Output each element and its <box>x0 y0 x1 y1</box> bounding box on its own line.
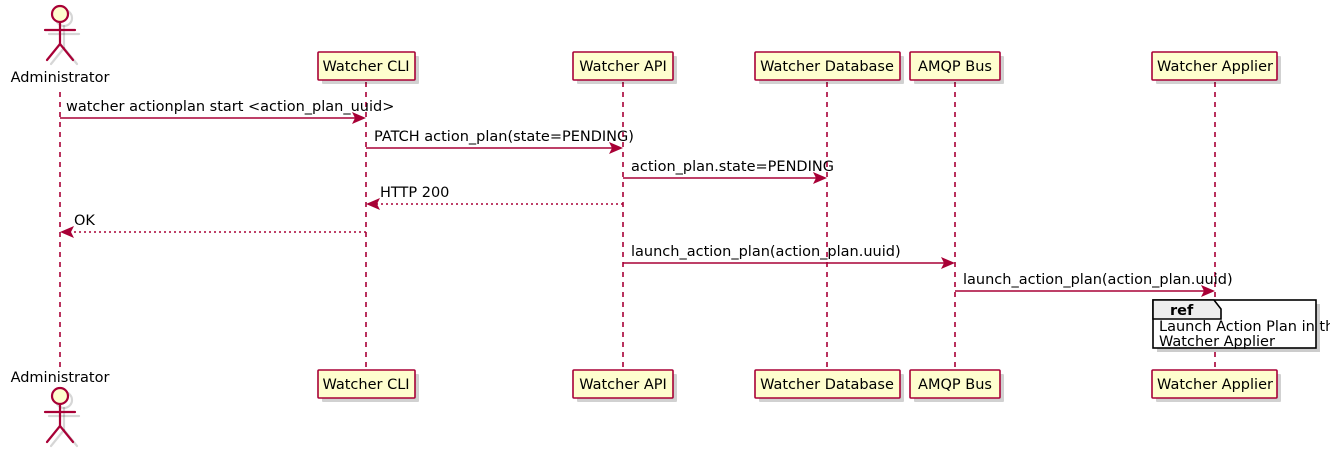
arrowhead-right-icon <box>1201 285 1215 297</box>
actor-label-top: Administrator <box>11 70 110 86</box>
participant-box[interactable] <box>754 51 901 81</box>
participant-box[interactable] <box>317 51 416 81</box>
participant-header-watcher-database[interactable]: Watcher Database <box>754 51 904 84</box>
participant-footer-watcher-cli[interactable]: Watcher CLI <box>317 369 419 402</box>
participant-label: Watcher Database <box>760 59 894 75</box>
participant-box[interactable] <box>909 369 1001 399</box>
participant-box[interactable] <box>1151 369 1278 399</box>
ref-body-line-2: Watcher Applier <box>1159 334 1275 350</box>
ref-fragment[interactable]: ref Launch Action Plan in the Watcher Ap… <box>1152 299 1330 352</box>
actor-administrator-top[interactable]: Administrator <box>11 4 110 86</box>
actor-label-bottom: Administrator <box>11 370 110 386</box>
lifelines <box>59 82 1216 370</box>
participant-label: Watcher CLI <box>322 377 409 393</box>
message-launch-action-plan-api-to-bus[interactable]: launch_action_plan(action_plan.uuid) <box>623 244 955 269</box>
message-patch-action-plan[interactable]: PATCH action_plan(state=PENDING) <box>366 129 634 154</box>
actor-leg-left-icon <box>45 42 62 62</box>
message-label: launch_action_plan(action_plan.uuid) <box>631 244 901 260</box>
actor-leg-left-icon <box>45 424 62 444</box>
arrowhead-right-icon <box>352 112 366 124</box>
participant-box[interactable] <box>754 369 901 399</box>
participant-header-watcher-cli[interactable]: Watcher CLI <box>317 51 419 84</box>
message-label: PATCH action_plan(state=PENDING) <box>374 129 634 145</box>
actor-shadow-bottom <box>47 390 81 448</box>
actor-head-icon <box>50 386 70 406</box>
actor-leg-right-icon <box>58 42 75 62</box>
arrowhead-right-icon <box>813 172 827 184</box>
participant-box[interactable] <box>572 51 674 81</box>
ref-body-line-1: Launch Action Plan in the <box>1159 319 1330 335</box>
message-http-200[interactable]: HTTP 200 <box>366 185 623 210</box>
message-watcher-actionplan-start[interactable]: watcher actionplan start <action_plan_uu… <box>60 99 394 124</box>
participant-label: Watcher Database <box>760 377 894 393</box>
message-action-plan-state-pending[interactable]: action_plan.state=PENDING <box>623 159 834 184</box>
message-label: action_plan.state=PENDING <box>631 159 834 175</box>
arrowhead-left-icon <box>60 226 74 238</box>
actor-head-icon <box>50 4 70 24</box>
actor-leg-right-icon <box>58 424 75 444</box>
arrowhead-right-icon <box>609 142 623 154</box>
participant-label: AMQP Bus <box>918 59 992 75</box>
message-label: watcher actionplan start <action_plan_uu… <box>66 99 394 115</box>
message-label: HTTP 200 <box>380 185 449 201</box>
participant-header-amqp-bus[interactable]: AMQP Bus <box>909 51 1004 84</box>
message-launch-action-plan-bus-to-applier[interactable]: launch_action_plan(action_plan.uuid) <box>955 272 1233 297</box>
participant-box[interactable] <box>317 369 416 399</box>
participant-footer-watcher-api[interactable]: Watcher API <box>572 369 677 402</box>
participant-header-watcher-api[interactable]: Watcher API <box>572 51 677 84</box>
ref-tab <box>1152 299 1222 320</box>
message-label: launch_action_plan(action_plan.uuid) <box>963 272 1233 288</box>
participant-footer-amqp-bus[interactable]: AMQP Bus <box>909 369 1004 402</box>
participant-footer-watcher-applier[interactable]: Watcher Applier <box>1151 369 1281 402</box>
participant-label: AMQP Bus <box>918 377 992 393</box>
message-label: OK <box>74 213 95 229</box>
participant-label: Watcher Applier <box>1157 59 1273 75</box>
participant-header-watcher-applier[interactable]: Watcher Applier <box>1151 51 1281 84</box>
actor-administrator-bottom[interactable]: Administrator <box>11 370 110 448</box>
participant-footer-watcher-database[interactable]: Watcher Database <box>754 369 904 402</box>
participant-box[interactable] <box>909 51 1001 81</box>
participant-label: Watcher API <box>579 59 667 75</box>
participant-box[interactable] <box>1151 51 1278 81</box>
participant-box[interactable] <box>572 369 674 399</box>
arrowhead-left-icon <box>366 198 380 210</box>
participant-label: Watcher API <box>579 377 667 393</box>
arrowhead-right-icon <box>941 257 955 269</box>
ref-tab-label: ref <box>1170 303 1194 319</box>
participant-label: Watcher CLI <box>322 59 409 75</box>
participant-label: Watcher Applier <box>1157 377 1273 393</box>
message-ok[interactable]: OK <box>60 213 366 238</box>
